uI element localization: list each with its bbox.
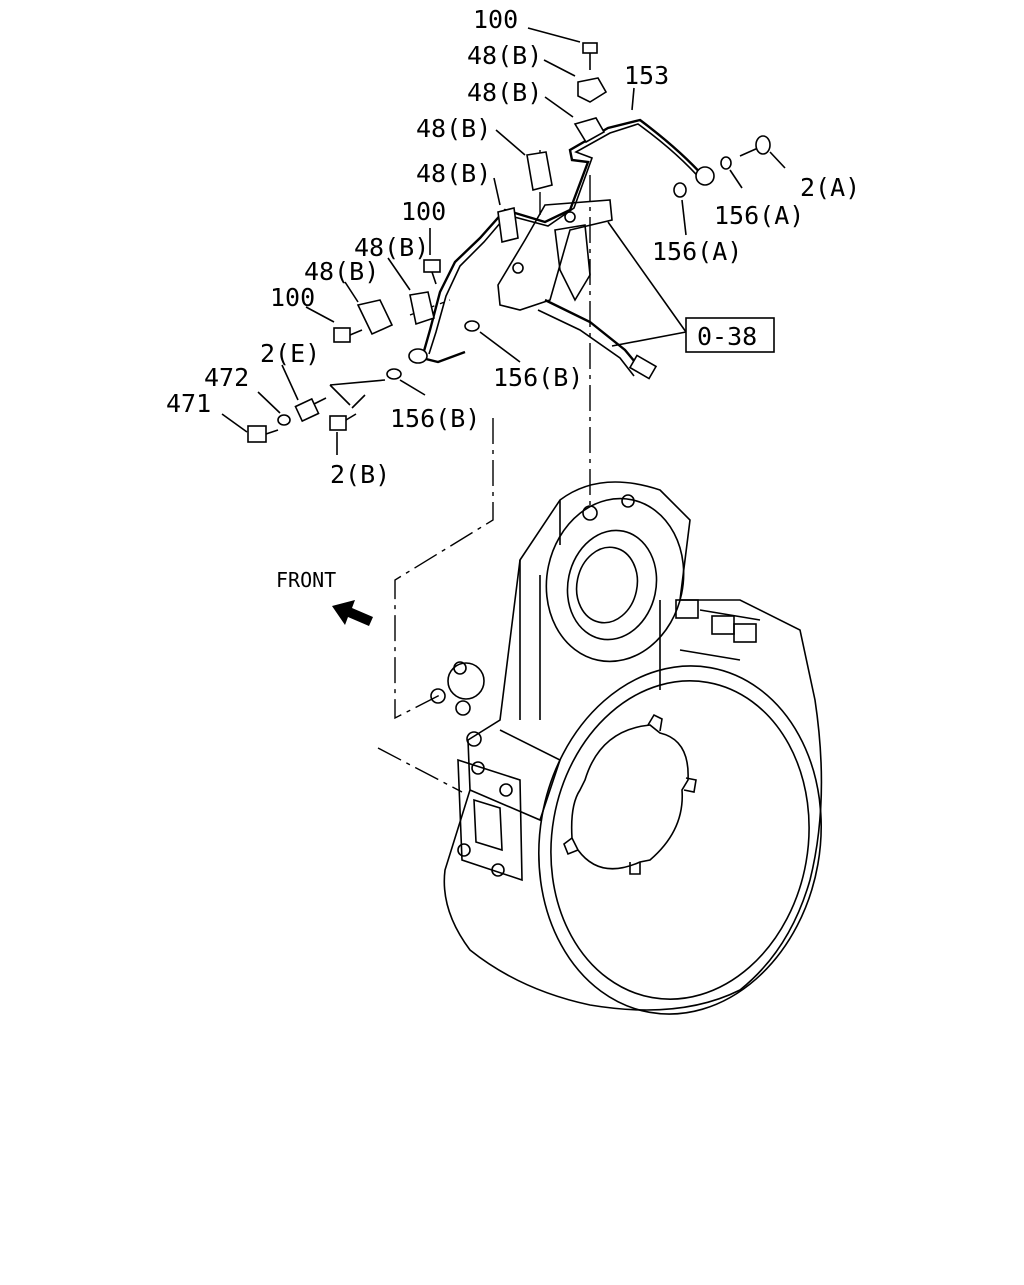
callout-leaders xyxy=(221,27,786,455)
label-48b-2: 48(B) xyxy=(467,78,542,107)
front-arrow-icon xyxy=(332,600,373,626)
label-156a-1: 156(A) xyxy=(714,201,804,230)
label-ref-038: 0-38 xyxy=(697,322,757,351)
label-48b-1: 48(B) xyxy=(467,41,542,70)
ref-038-box xyxy=(685,317,775,353)
label-100-top: 100 xyxy=(473,5,518,34)
flywheel-housing xyxy=(430,481,823,1015)
label-2b: 2(B) xyxy=(330,460,390,489)
label-48b-6: 48(B) xyxy=(304,257,379,286)
label-2e: 2(E) xyxy=(260,339,320,368)
small-parts xyxy=(247,42,771,443)
label-front: FRONT xyxy=(276,568,336,592)
label-471: 471 xyxy=(166,389,211,418)
label-156a-2: 156(A) xyxy=(652,237,742,266)
label-472: 472 xyxy=(204,363,249,392)
label-156b-1: 156(B) xyxy=(493,363,583,392)
label-2a: 2(A) xyxy=(800,173,860,202)
label-156b-2: 156(B) xyxy=(390,404,480,433)
label-153: 153 xyxy=(624,61,669,90)
label-48b-3: 48(B) xyxy=(416,114,491,143)
label-100-left: 100 xyxy=(270,283,315,312)
pipe-assembly xyxy=(420,118,715,380)
label-48b-4: 48(B) xyxy=(416,159,491,188)
label-48b-5: 48(B) xyxy=(354,233,429,262)
label-100-mid: 100 xyxy=(401,197,446,226)
